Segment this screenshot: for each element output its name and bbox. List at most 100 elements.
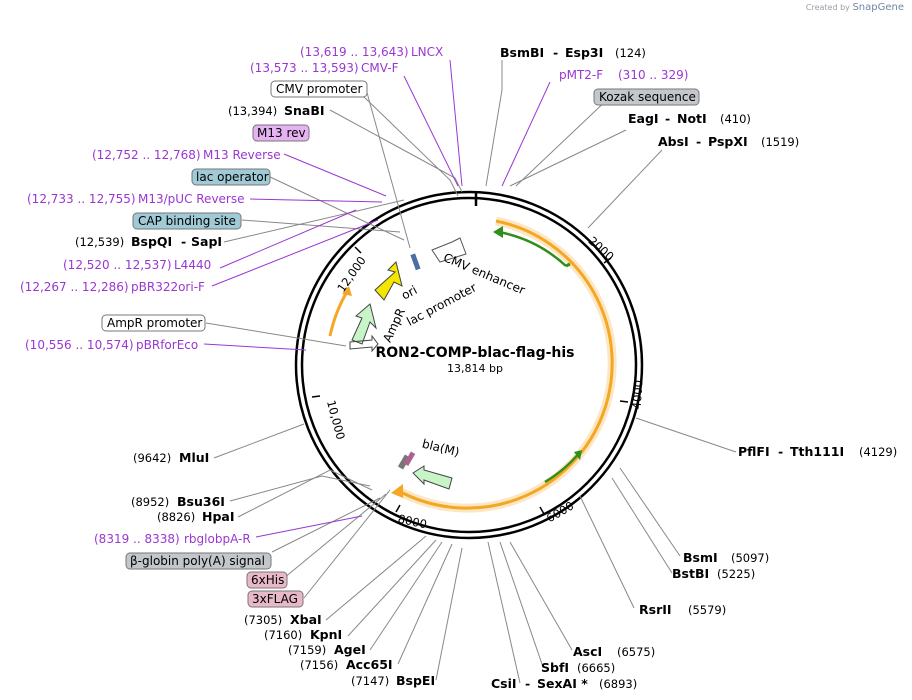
enzyme-labels: BsmBI - Esp3I (124) EagI - NotI (410) Ab… [75,45,897,691]
enzyme-bstbi-name: BstBI [672,566,709,581]
tick-label-6000: 6000 [544,498,576,525]
enzyme-hpai: (8826) HpaI [157,509,235,524]
enzyme-csii-sep: - [525,676,530,691]
primer-lncx-range: (13,619 .. 13,643) [300,45,409,59]
enzyme-csii: CsiI - SexAI * (6893) [491,676,637,691]
primer-labels: (13,619 .. 13,643) LNCX (13,573 .. 13,59… [20,45,688,546]
primer-rbglobpa-r-name: rbglobpA-R [184,532,251,546]
primer-m13-reverse: (12,752 .. 12,768) M13 Reverse [92,148,281,162]
enzyme-absi-name: AbsI [658,134,689,149]
enzyme-hpai-name: HpaI [202,509,235,524]
primer-cmv-f-range: (13,573 .. 13,593) [250,61,359,75]
enzyme-bspqi-name: BspQI [131,234,172,249]
box-lac-operator: lac operator [191,168,271,186]
primer-m13-puc-reverse-name: M13/pUC Reverse [138,192,245,206]
enzyme-rsrii-name: RsrII [639,602,672,617]
enzyme-bsu36i-name: Bsu36I [177,494,225,509]
box-ampr-promoter-label: AmpR promoter [107,316,202,330]
cmv-enhancer-arrow [431,237,467,263]
enzyme-absi-sep: - [696,134,701,149]
enzyme-pflfi-sep: - [778,444,783,459]
enzyme-eagi-pos: (410) [720,112,751,126]
tick-label-8000: 8000 [397,512,429,532]
enzyme-asci-pos: (6575) [617,645,655,659]
primer-cmv-f: (13,573 .. 13,593) CMV-F [250,61,399,75]
bla-label: bla(M) [421,437,461,460]
green-arc-1-end [565,262,571,268]
box-kozak-sequence: Kozak sequence [593,88,700,106]
primer-m13-reverse-range: (12,752 .. 12,768) [92,148,201,162]
orf-arc-left [328,289,350,337]
enzyme-bspqi-sep: - [181,234,186,249]
enzyme-bsmbi-name: BsmBI [500,45,544,60]
orf-arrow-left-head [342,286,352,296]
enzyme-bsmi: BsmI (5097) [683,550,769,565]
leader-lines [203,59,737,684]
feature-boxes: CMV promoter M13 rev lac operator CAP bi… [101,80,700,608]
enzyme-csii-name: CsiI [491,676,517,691]
primer-pbrforeco-range: (10,556 .. 10,574) [25,338,134,352]
primer-m13-puc-reverse: (12,733 .. 12,755) M13/pUC Reverse [27,192,245,206]
enzyme-eagi-name2: NotI [677,111,707,126]
enzyme-acc65i-name: Acc65I [346,657,393,672]
enzyme-bsu36i: (8952) Bsu36I [131,494,225,509]
enzyme-eagi-sep: - [665,111,670,126]
enzyme-acc65i-pos: (7156) [300,658,338,672]
primer-pmt2-f: pMT2-F (310 .. 329) [559,68,688,82]
enzyme-bsmbi-sep: - [553,45,558,60]
enzyme-mlui-name: MluI [179,450,209,465]
enzyme-bsu36i-pos: (8952) [131,495,169,509]
bla-site-marker-2 [403,451,416,467]
enzyme-absi: AbsI - PspXI (1519) [658,134,799,149]
enzyme-bsmbi-name2: Esp3I [565,45,603,60]
enzyme-sbfi: SbfI (6665) [541,660,615,675]
enzyme-bstbi: BstBI (5225) [672,566,755,581]
primer-pmt2-f-range: (310 .. 329) [618,68,688,82]
bla-arrow [412,465,453,490]
primer-m13-reverse-name: M13 Reverse [203,148,281,162]
enzyme-acc65i: (7156) Acc65I [300,657,393,672]
enzyme-bstbi-pos: (5225) [717,567,755,581]
box-beta-globin-polya: β-globin poly(A) signal [125,552,272,570]
enzyme-bsmi-pos: (5097) [731,551,769,565]
primer-l4440: (12,520 .. 12,537) L4440 [63,258,211,272]
enzyme-rsrii-pos: (5579) [688,603,726,617]
enzyme-agei-name: AgeI [334,642,366,657]
enzyme-snabi-name: SnaBI [284,103,325,118]
orf-arc-main-halo [394,216,617,513]
plasmid-name: RON2-COMP-blac-flag-his [375,345,574,361]
primer-lncx: (13,619 .. 13,643) LNCX [300,45,443,59]
orf-arc-main [396,219,614,510]
enzyme-rsrii: RsrII (5579) [639,602,726,617]
green-arc-1 [498,230,567,267]
primer-pbr322ori-f-name: pBR322ori-F [131,280,205,294]
primer-m13-puc-reverse-range: (12,733 .. 12,755) [27,192,136,206]
enzyme-eagi: EagI - NotI (410) [628,111,751,126]
enzyme-mlui-pos: (9642) [133,451,171,465]
enzyme-mlui: (9642) MluI [133,450,209,465]
enzyme-sbfi-name: SbfI [541,660,569,675]
enzyme-pflfi: PflFI - Tth111I (4129) [738,444,897,459]
enzyme-eagi-name: EagI [628,111,659,126]
enzyme-kpni-pos: (7160) [264,628,302,642]
enzyme-xbai-pos: (7305) [244,613,282,627]
primer-pmt2-f-name: pMT2-F [559,68,603,82]
enzyme-agei-pos: (7159) [288,643,326,657]
enzyme-bspei: (7147) BspEI [351,673,435,688]
primer-l4440-name: L4440 [174,258,211,272]
box-3xflag-label: 3xFLAG [252,592,298,606]
enzyme-kpni-name: KpnI [310,627,342,642]
enzyme-absi-name2: PspXI [708,134,748,149]
enzyme-bspqi-pos: (12,539) [75,235,124,249]
tick-label-10000: 10,000 [324,399,348,442]
box-beta-globin-polya-label: β-globin poly(A) signal [130,554,265,568]
ampr-promoter-arrow [349,334,379,353]
enzyme-absi-pos: (1519) [761,135,799,149]
enzyme-csii-name2: SexAI * [537,676,588,691]
enzyme-pflfi-pos: (4129) [859,445,897,459]
enzyme-asci-name: AscI [573,644,602,659]
lac-operator-marker [410,253,421,271]
box-lac-operator-label: lac operator [196,170,269,184]
box-cap-binding-site-label: CAP binding site [138,214,236,228]
